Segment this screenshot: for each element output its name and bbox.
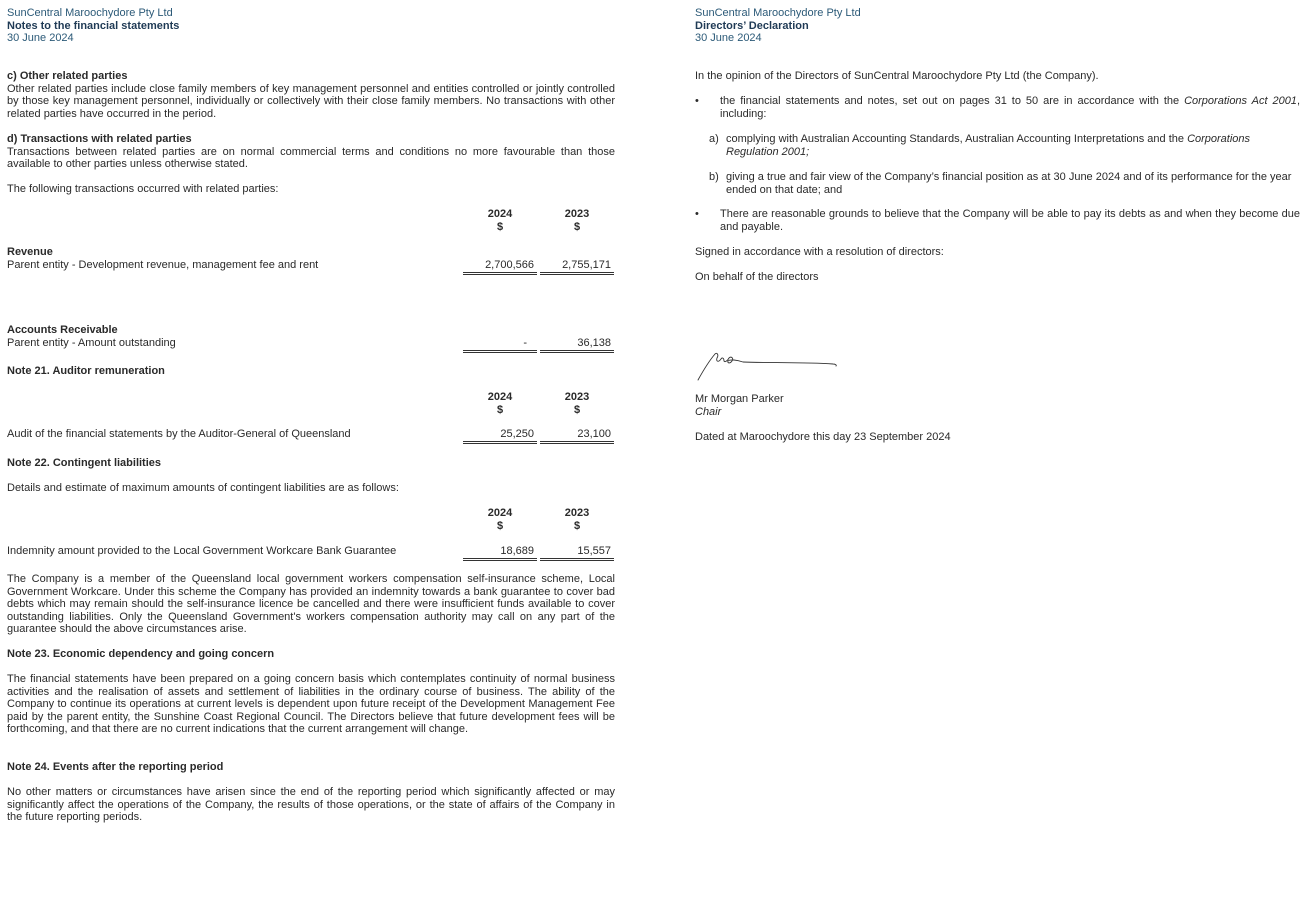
declaration-subitem: complying with Australian Accounting Sta… — [726, 133, 1251, 158]
section-text: The financial statements have been prepa… — [7, 673, 615, 736]
table-cell-value: 23,100 — [540, 427, 614, 444]
column-header-2023: 2023$ — [564, 391, 590, 416]
table-cell-value: - — [463, 336, 537, 353]
column-header-2024: 2024$ — [487, 208, 513, 233]
section-text: The following transactions occurred with… — [7, 183, 279, 195]
company-name: SunCentral Maroochydore Pty Ltd — [695, 7, 861, 19]
table-cell-value: 2,700,566 — [463, 258, 537, 275]
note-heading: Note 24. Events after the reporting peri… — [7, 761, 224, 773]
on-behalf-statement: On behalf of the directors — [695, 271, 819, 283]
table-cell-value: 15,557 — [540, 544, 614, 561]
table-row-label: Parent entity - Amount outstanding — [7, 336, 176, 349]
section-text: Other related parties include close fami… — [7, 82, 615, 120]
section-text: The Company is a member of the Queenslan… — [7, 573, 615, 636]
note-heading: Note 23. Economic dependency and going c… — [7, 648, 275, 660]
signature-image — [695, 349, 845, 383]
table-cell-value: 18,689 — [463, 544, 537, 561]
table-cell-value: 36,138 — [540, 336, 614, 353]
section-text: Transactions between related parties are… — [7, 145, 615, 171]
signer-name: Mr Morgan Parker — [695, 393, 784, 405]
declaration-item: the financial statements and notes, set … — [720, 95, 1300, 120]
bullet-icon: • — [695, 95, 699, 107]
column-header-2024: 2024$ — [487, 391, 513, 416]
note-heading: Note 22. Contingent liabilities — [7, 457, 162, 469]
company-name: SunCentral Maroochydore Pty Ltd — [7, 7, 173, 19]
page-date: 30 June 2024 — [7, 32, 74, 45]
table-row-label: Audit of the financial statements by the… — [7, 428, 351, 440]
page-title: Notes to the financial statements — [7, 19, 180, 32]
list-marker: b) — [709, 171, 719, 183]
table-group-heading: Revenue — [7, 246, 53, 258]
column-header-2023: 2023$ — [564, 507, 590, 532]
section-heading: c) Other related parties — [7, 70, 128, 82]
section-text: Details and estimate of maximum amounts … — [7, 482, 399, 494]
table-row-label: Parent entity - Development revenue, man… — [7, 258, 319, 271]
section-text: No other matters or circumstances have a… — [7, 786, 615, 824]
table-group-heading: Accounts Receivable — [7, 324, 118, 336]
list-marker: a) — [709, 133, 719, 145]
declaration-subitem: giving a true and fair view of the Compa… — [726, 171, 1292, 196]
note-heading: Note 21. Auditor remuneration — [7, 365, 165, 377]
section-heading: d) Transactions with related parties — [7, 133, 192, 145]
table-cell-value: 2,755,171 — [540, 258, 614, 275]
table-cell-value: 25,250 — [463, 427, 537, 444]
page-title: Directors’ Declaration — [695, 19, 809, 32]
column-header-2023: 2023$ — [564, 208, 590, 233]
signer-role: Chair — [695, 405, 722, 418]
opinion-text: In the opinion of the Directors of SunCe… — [695, 70, 1099, 82]
bullet-icon: • — [695, 208, 699, 220]
column-header-2024: 2024$ — [487, 507, 513, 532]
page-date: 30 June 2024 — [695, 32, 762, 45]
dated-statement: Dated at Maroochydore this day 23 Septem… — [695, 431, 951, 443]
table-row-label: Indemnity amount provided to the Local G… — [7, 545, 397, 557]
signed-statement: Signed in accordance with a resolution o… — [695, 246, 944, 258]
declaration-item: There are reasonable grounds to believe … — [720, 208, 1300, 233]
